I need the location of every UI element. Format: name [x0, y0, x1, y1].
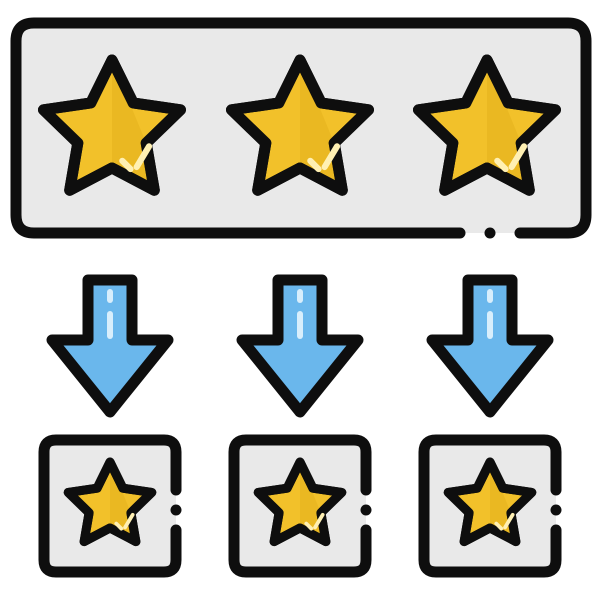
star-outline — [226, 54, 374, 196]
star-icon — [253, 457, 347, 547]
single-rating-box — [228, 434, 372, 578]
star-icon — [226, 54, 374, 196]
star-highlight — [119, 143, 153, 173]
top-rating-panel — [10, 17, 592, 239]
star-highlight — [114, 512, 135, 531]
single-rating-boxes — [38, 434, 562, 578]
star-highlight — [307, 143, 341, 173]
panel-outline — [10, 17, 592, 239]
down-arrow-icon — [46, 274, 174, 418]
box-outline — [38, 434, 182, 578]
star-outline — [413, 54, 561, 196]
down-arrow-icon — [426, 274, 554, 418]
panel-outline-dot — [484, 227, 496, 239]
down-arrow-icon — [236, 274, 364, 418]
star-outline — [253, 457, 347, 547]
star-icon — [443, 457, 537, 547]
box-outline — [228, 434, 372, 578]
arrow-body — [236, 274, 364, 418]
box-outline-dot — [550, 504, 562, 516]
single-rating-box — [418, 434, 562, 578]
star-outline — [443, 457, 537, 547]
star-highlight — [494, 143, 528, 173]
star-icon — [38, 54, 186, 196]
single-rating-box — [38, 434, 182, 578]
star-outline — [38, 54, 186, 196]
star-highlight — [494, 512, 515, 531]
box-outline-dot — [360, 504, 372, 516]
arrow-body — [426, 274, 554, 418]
star-highlight — [304, 512, 325, 531]
star-icon — [413, 54, 561, 196]
box-outline — [418, 434, 562, 578]
star-outline — [63, 457, 157, 547]
box-outline-dot — [170, 504, 182, 516]
arrow-body — [46, 274, 174, 418]
arrows-group — [46, 274, 554, 418]
star-icon — [63, 457, 157, 547]
